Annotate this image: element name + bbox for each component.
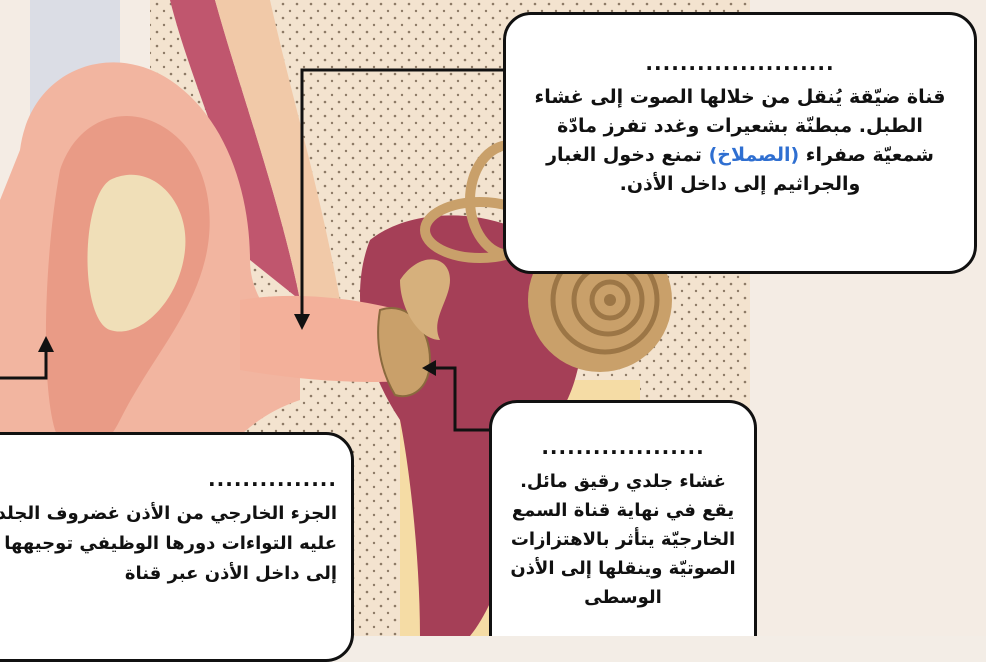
blank-answer-line: ...................... [528,51,952,75]
callout-eardrum: ................... غشاء جلدي رقيق مائل.… [489,400,757,636]
callout-description: غشاء جلدي رقيق مائل. يقع في نهاية قناة ا… [506,467,740,612]
highlighted-term: (الصملاخ) [709,144,800,166]
callout-description: قناة ضيّقة يُنقل من خلالها الصوت إلى غشا… [528,83,952,199]
callout-ear-canal: ...................... قناة ضيّقة يُنقل … [503,12,977,274]
callout-description: الجزء الخارجي من الأذن غضروف الجلد عليه … [0,499,337,589]
callout-pinna: ............... الجزء الخارجي من الأذن غ… [0,432,354,662]
blank-answer-line: ................... [506,435,740,459]
blank-answer-line: ............... [0,467,337,491]
